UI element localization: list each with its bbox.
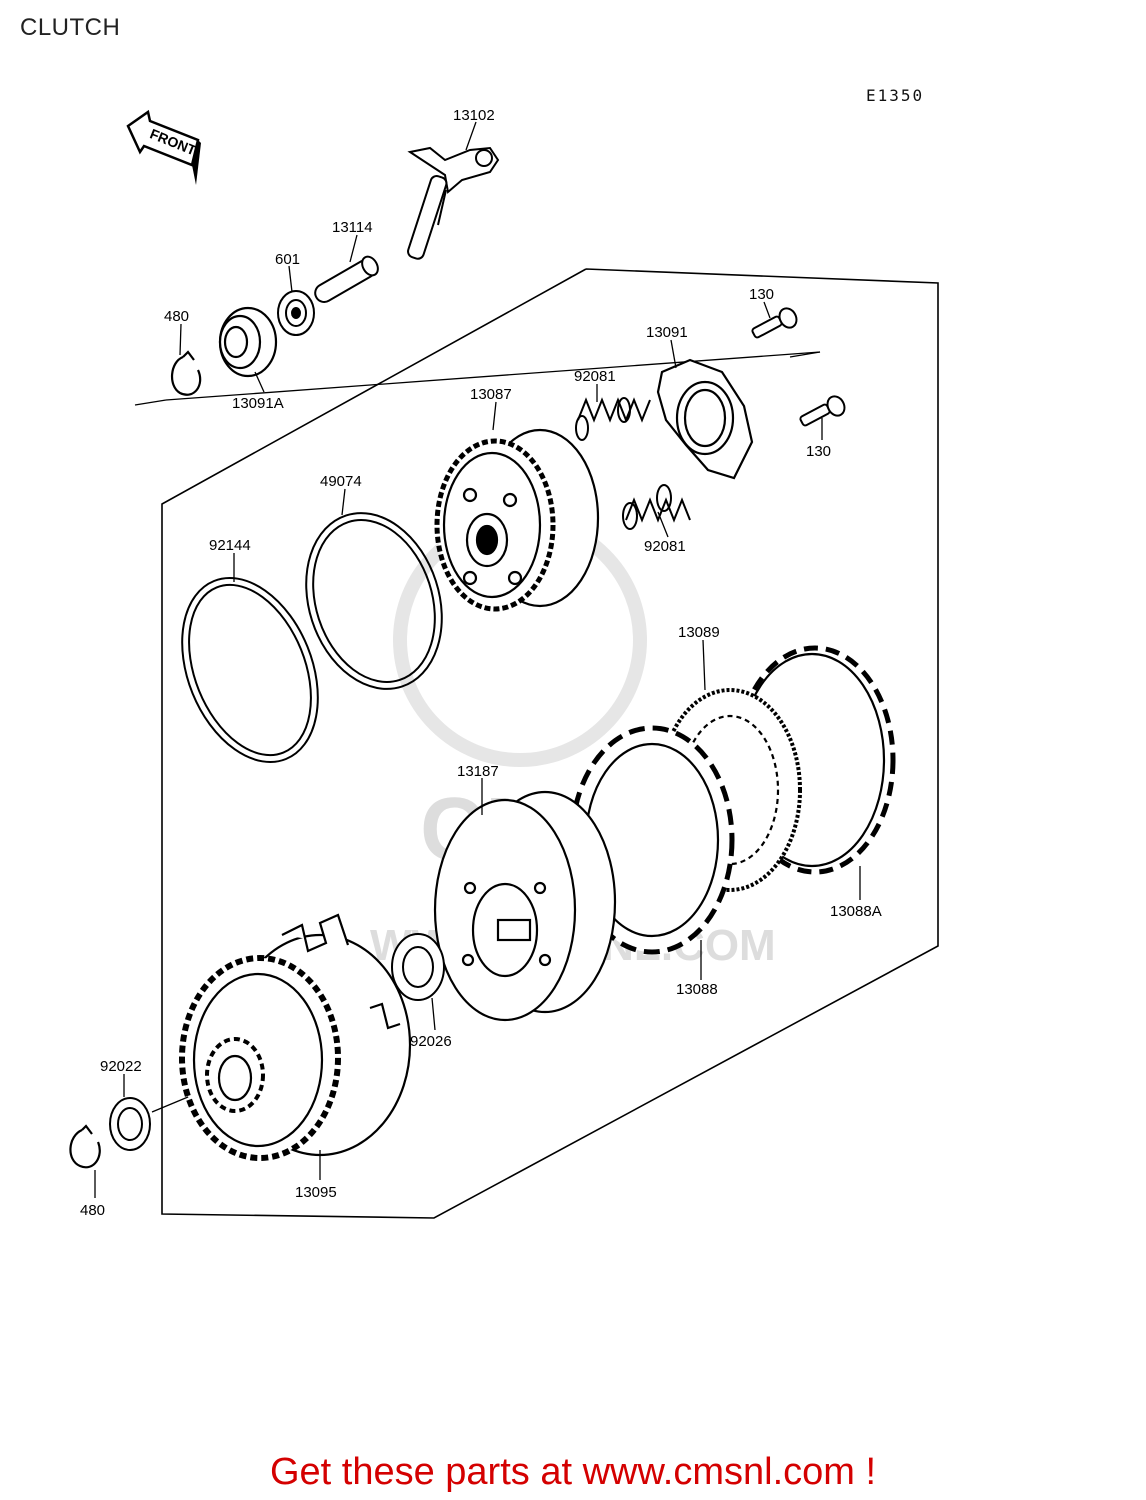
front-arrow-icon: FRONT — [126, 109, 201, 185]
release-lever — [407, 146, 500, 260]
page-title: CLUTCH — [20, 14, 121, 41]
washer — [109, 1097, 151, 1151]
label-601: 601 — [275, 251, 300, 268]
clutch-spring-top — [575, 397, 651, 441]
assembly-box — [161, 268, 939, 1219]
label-92144: 92144 — [209, 537, 251, 554]
footer-cta-link[interactable]: Get these parts at www.cmsnl.com ! — [269, 1451, 877, 1493]
label-13087: 13087 — [470, 386, 512, 403]
circlip-top — [171, 350, 202, 396]
label-13088: 13088 — [676, 981, 718, 998]
label-130-right: 130 — [806, 443, 831, 460]
leader-lines — [94, 121, 861, 1198]
clutch-hub — [434, 428, 600, 612]
clutch-spring-bottom — [622, 484, 691, 530]
label-13102: 13102 — [453, 107, 495, 124]
label-92022: 92022 — [100, 1058, 142, 1075]
label-130-top: 130 — [749, 286, 774, 303]
label-13089: 13089 — [678, 624, 720, 641]
label-92081-top: 92081 — [574, 368, 616, 385]
label-13095: 13095 — [295, 1184, 337, 1201]
circlip-bottom — [69, 1124, 101, 1169]
push-rod — [314, 255, 379, 303]
bolt-top — [751, 307, 798, 339]
bearing-seat — [218, 306, 278, 378]
label-480-top: 480 — [164, 308, 189, 325]
o-ring — [305, 512, 443, 690]
spring-ring — [181, 577, 319, 763]
figure-code: E1350 — [866, 86, 925, 105]
ball-bearing — [277, 290, 315, 336]
pressure-plate — [433, 790, 617, 1022]
clutch-housing — [179, 913, 412, 1161]
label-92081-bottom: 92081 — [644, 538, 686, 555]
part-labels: 13102 13114 601 480 13091A 130 13091 920… — [80, 107, 882, 1219]
label-92026: 92026 — [410, 1033, 452, 1050]
label-480-bottom: 480 — [80, 1202, 105, 1219]
label-13091a: 13091A — [232, 395, 284, 412]
label-49074: 49074 — [320, 473, 362, 490]
spring-plate — [656, 358, 754, 480]
label-13187: 13187 — [457, 763, 499, 780]
label-13091: 13091 — [646, 324, 688, 341]
collar — [391, 933, 445, 1001]
bolt-right — [799, 395, 846, 427]
label-13114: 13114 — [332, 219, 373, 236]
label-13088a: 13088A — [830, 903, 882, 920]
